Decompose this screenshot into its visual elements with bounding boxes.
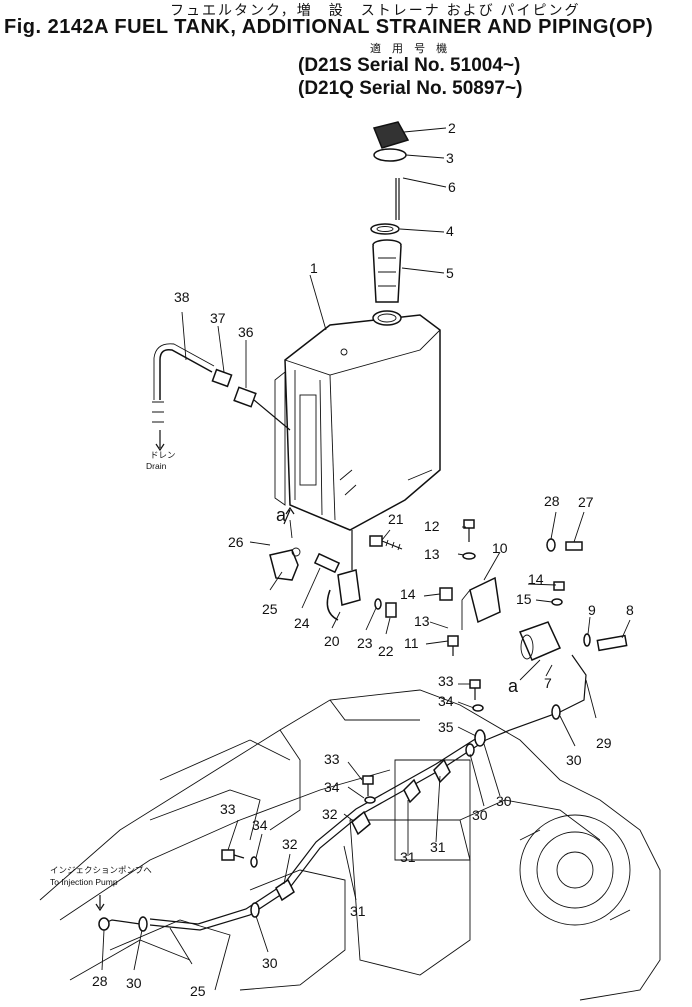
callout-10: 10	[492, 540, 508, 556]
callout-11: 11	[404, 635, 419, 651]
drain-hose	[152, 343, 215, 423]
drain-elbow	[233, 386, 291, 431]
callout-30c: 30	[126, 975, 142, 991]
callout-27: 31	[400, 849, 416, 865]
callout-13a: 13	[424, 546, 440, 562]
callout-22: 26	[228, 534, 244, 550]
callout-35: 35	[438, 719, 454, 735]
pipe-clip	[275, 758, 451, 902]
callout-numbers: 1 2 3 6 4 5 38 37 36 26 25 24 20 21 23 2…	[92, 120, 634, 999]
drain-label: Drain	[146, 461, 167, 471]
washer	[374, 598, 382, 610]
drain-label-japanese: ドレン	[150, 450, 176, 460]
callout-33c: 33	[220, 801, 236, 817]
small-washer	[551, 598, 563, 606]
callout-25: 29	[596, 735, 612, 751]
callout-31b: 31	[350, 903, 366, 919]
banjo-bolt	[565, 541, 583, 551]
serial-range-d21s: (D21S Serial No. 51004~)	[298, 55, 521, 76]
callout-21: 25	[262, 601, 278, 617]
strainer-bolt	[447, 635, 459, 656]
callout-33b: 33	[324, 751, 340, 767]
callout-6: 6	[448, 179, 456, 195]
callout-32b: 32	[282, 836, 298, 852]
callout-12: 12	[424, 518, 440, 534]
elbow-fitting	[269, 547, 301, 581]
strainer-body	[518, 621, 562, 661]
callout-30d: 30	[262, 955, 278, 971]
hose-fitting	[313, 552, 341, 574]
drain-cock	[211, 368, 233, 388]
banjo-washer	[546, 538, 556, 552]
callout-13b: 13	[414, 613, 430, 629]
callout-14b: 14	[528, 571, 544, 587]
injection-pipe	[98, 902, 260, 932]
figure-title-japanese: フュエルタンク，増 設 ストレーナ および パイピング	[170, 2, 581, 18]
callout-28: 25	[190, 983, 206, 999]
callout-17: 21	[388, 511, 404, 527]
strainer-screen	[372, 239, 402, 303]
callout-1: 1	[310, 260, 318, 276]
callout-34c: 34	[252, 817, 268, 833]
hose-clamp	[465, 704, 561, 757]
callout-2: 2	[448, 120, 456, 136]
small-nut	[553, 581, 565, 591]
strainer-bracket	[461, 576, 501, 630]
connection-marker-a-lower: a	[508, 676, 519, 696]
tank-bolt	[369, 535, 403, 551]
callout-19: 23	[357, 635, 373, 651]
applicability-label: 適 用 号 機	[370, 43, 452, 55]
callout-26: 30	[496, 793, 512, 809]
injection-pump-label: To Injection Pump	[50, 877, 118, 887]
callout-37: 37	[210, 310, 226, 326]
callout-29: 28	[92, 973, 108, 989]
callout-7: 7	[544, 675, 552, 691]
o-ring	[583, 633, 591, 647]
figure-title: Fig. 2142A FUEL TANK, ADDITIONAL STRAINE…	[4, 16, 654, 38]
callout-leaders	[95, 127, 631, 971]
annotations: ドレン Drain インジェクションポンプへ To Injection Pump…	[50, 430, 519, 887]
engine-block-outline	[39, 689, 661, 1001]
connection-marker-a-upper: a	[276, 505, 287, 525]
callout-32a: 32	[322, 806, 338, 822]
filler-cap	[372, 121, 410, 162]
injection-pump-label-japanese: インジェクションポンプへ	[50, 865, 152, 875]
callout-9: 9	[588, 602, 596, 618]
callout-33a: 33	[438, 673, 454, 689]
callout-38: 38	[174, 289, 190, 305]
callout-16: 20	[324, 633, 340, 649]
serial-range-d21q: (D21Q Serial No. 50897~)	[298, 78, 523, 99]
valve-body	[326, 569, 361, 621]
callout-15: 15	[516, 591, 532, 607]
callout-23: 27	[578, 494, 594, 510]
callout-30a: 30	[566, 752, 582, 768]
fuel-tank	[274, 310, 441, 570]
callout-18: 22	[378, 643, 394, 659]
callout-20: 24	[294, 615, 310, 631]
callout-5: 5	[446, 265, 454, 281]
callout-34b: 34	[324, 779, 340, 795]
callout-24: 28	[544, 493, 560, 509]
callout-4: 4	[446, 223, 454, 239]
breather-pipe	[395, 178, 400, 220]
gasket	[370, 223, 400, 235]
callout-34a: 34	[438, 693, 454, 709]
callout-14a: 14	[400, 586, 416, 602]
callout-31a: 31	[430, 839, 446, 855]
nut	[385, 602, 397, 618]
callout-30b: 30	[472, 807, 488, 823]
callout-3: 3	[446, 150, 454, 166]
strainer-plug	[596, 634, 628, 652]
bracket-bolt	[462, 519, 476, 560]
fuel-pipe	[149, 654, 587, 931]
callout-8: 8	[626, 602, 634, 618]
bracket-nut	[439, 587, 453, 601]
mounting-bolts	[221, 679, 484, 868]
callout-36: 36	[238, 324, 254, 340]
